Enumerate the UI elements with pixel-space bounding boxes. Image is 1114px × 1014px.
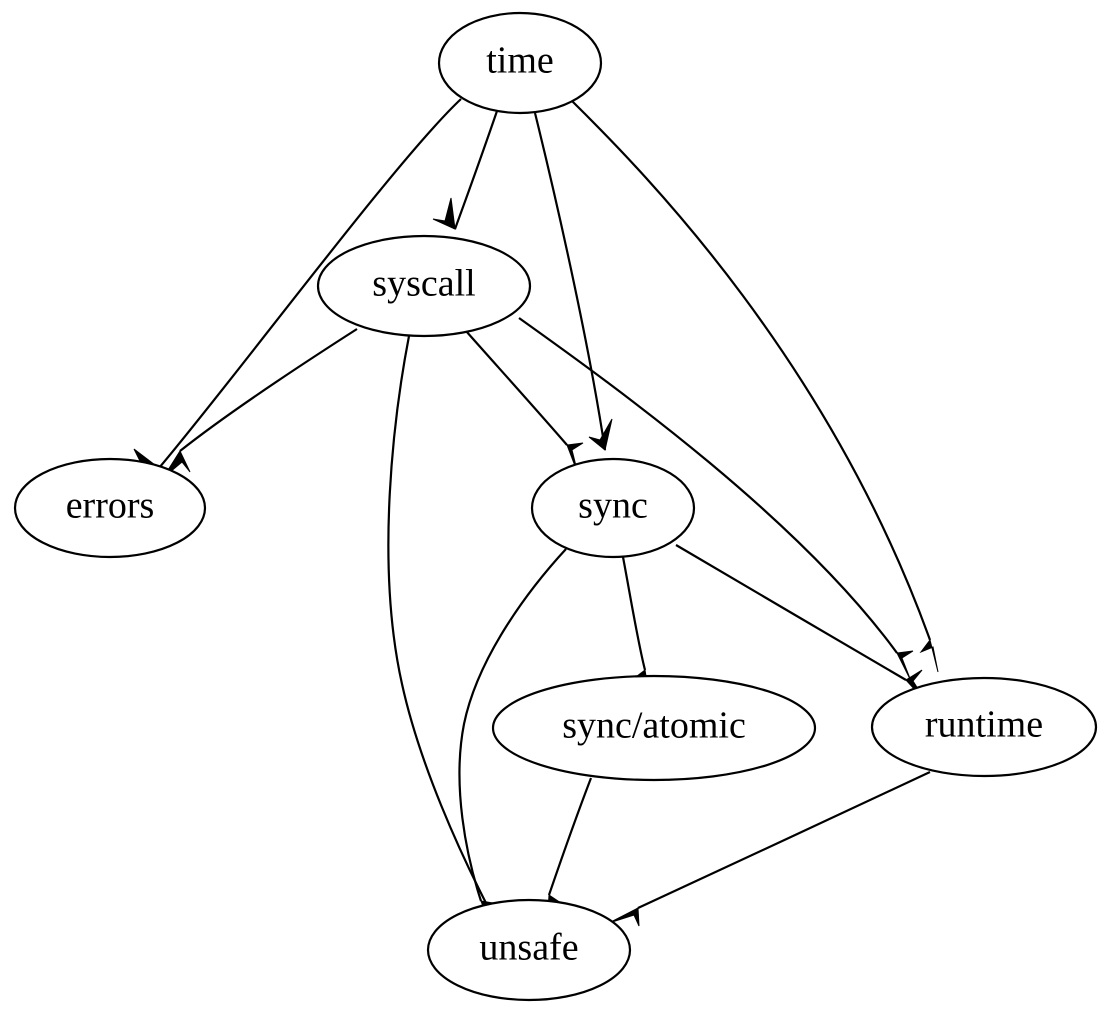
graph-edge-syscall-to-errors (162, 328, 358, 479)
edge-line (179, 328, 358, 452)
graph-node-sync-atomic[interactable]: sync/atomic (491, 674, 817, 782)
graph-edge-runtime-to-unsafe (608, 771, 931, 927)
edge-line (533, 112, 607, 451)
node-label: runtime (925, 704, 1043, 746)
arrowhead-icon (896, 650, 914, 682)
graph-edge-time-to-sync (533, 112, 613, 451)
edge-line (465, 330, 568, 446)
graph-edge-time-to-runtime (571, 100, 939, 673)
arrowhead-icon (588, 418, 613, 451)
graph-node-sync[interactable]: sync (530, 457, 696, 559)
graph-edge-syscall-to-unsafe (387, 335, 504, 935)
node-ellipse[interactable] (870, 676, 1098, 778)
edge-line (458, 548, 567, 902)
edge-line (547, 777, 593, 896)
node-ellipse[interactable] (316, 234, 532, 338)
arrowhead-icon (608, 907, 640, 927)
node-ellipse[interactable] (530, 457, 696, 559)
edge-line (675, 544, 907, 681)
edge-line (158, 98, 462, 469)
graph-node-runtime[interactable]: runtime (870, 676, 1098, 778)
node-label: sync (578, 485, 648, 527)
node-label: errors (66, 485, 155, 527)
node-ellipse[interactable] (426, 898, 632, 1002)
graph-node-time[interactable]: time (437, 11, 603, 115)
arrowhead-icon (432, 197, 456, 230)
node-label: syscall (372, 263, 475, 305)
node-label: time (486, 40, 554, 82)
graph-edge-time-to-syscall (432, 110, 499, 230)
edge-line (453, 110, 499, 230)
node-ellipse[interactable] (13, 457, 207, 559)
node-label: unsafe (479, 927, 578, 969)
arrowhead-icon (919, 638, 939, 673)
edge-line (571, 100, 932, 641)
graph-node-errors[interactable]: errors (13, 457, 207, 559)
edge-line (637, 771, 931, 909)
nodes-layer: time syscall errors sync sync/atomic runtime u… (13, 11, 1098, 1002)
graph-edge-syscall-to-runtime (518, 317, 914, 682)
node-label: sync/atomic (562, 705, 746, 747)
edge-line (387, 335, 487, 904)
graph-node-syscall[interactable]: syscall (316, 234, 532, 338)
edge-line (518, 317, 898, 654)
graph-node-unsafe[interactable]: unsafe (426, 898, 632, 1002)
node-ellipse[interactable] (491, 674, 817, 782)
node-ellipse[interactable] (437, 11, 603, 115)
edge-line (621, 556, 647, 671)
